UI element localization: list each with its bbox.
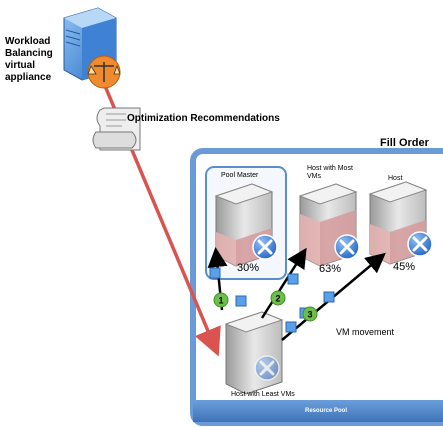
step-marker-1	[213, 292, 229, 308]
vm-movement-label: VM movement	[336, 327, 395, 337]
scroll-document-icon	[92, 107, 141, 151]
step-label-3: 3	[307, 310, 312, 320]
recommendations-label: Optimization Recommendations	[127, 113, 280, 124]
pool-master-percent: 30%	[237, 262, 260, 274]
step-marker-2	[270, 290, 286, 306]
step-label-1: 1	[218, 296, 223, 306]
step-label-2: 2	[275, 294, 280, 304]
resource-pool-label: Resource Pool	[305, 408, 348, 414]
recommendation-arrow	[90, 54, 221, 357]
most-vms-percent: 63%	[319, 263, 342, 275]
appliance-label: Workload Balancing virtual appliance	[5, 36, 53, 83]
xen-icon-pool-master	[252, 234, 278, 260]
xen-icon-most-vms	[334, 234, 360, 260]
least-vms-label: Host with Least VMs	[231, 391, 295, 398]
most-vms-label: Host with Most VMs	[307, 165, 353, 180]
movement-arrow-2	[260, 247, 307, 319]
step-marker-3	[302, 306, 318, 322]
pool-master-label: Pool Master	[221, 172, 259, 179]
host-label: Host	[388, 175, 403, 182]
xen-icon-least-vms	[254, 355, 280, 381]
server-icon-least-vms	[224, 311, 284, 395]
xen-icon-host	[407, 231, 433, 257]
host-percent: 45%	[393, 261, 416, 273]
fill-order-label: Fill Order	[380, 137, 429, 149]
scales-icon	[87, 55, 121, 89]
